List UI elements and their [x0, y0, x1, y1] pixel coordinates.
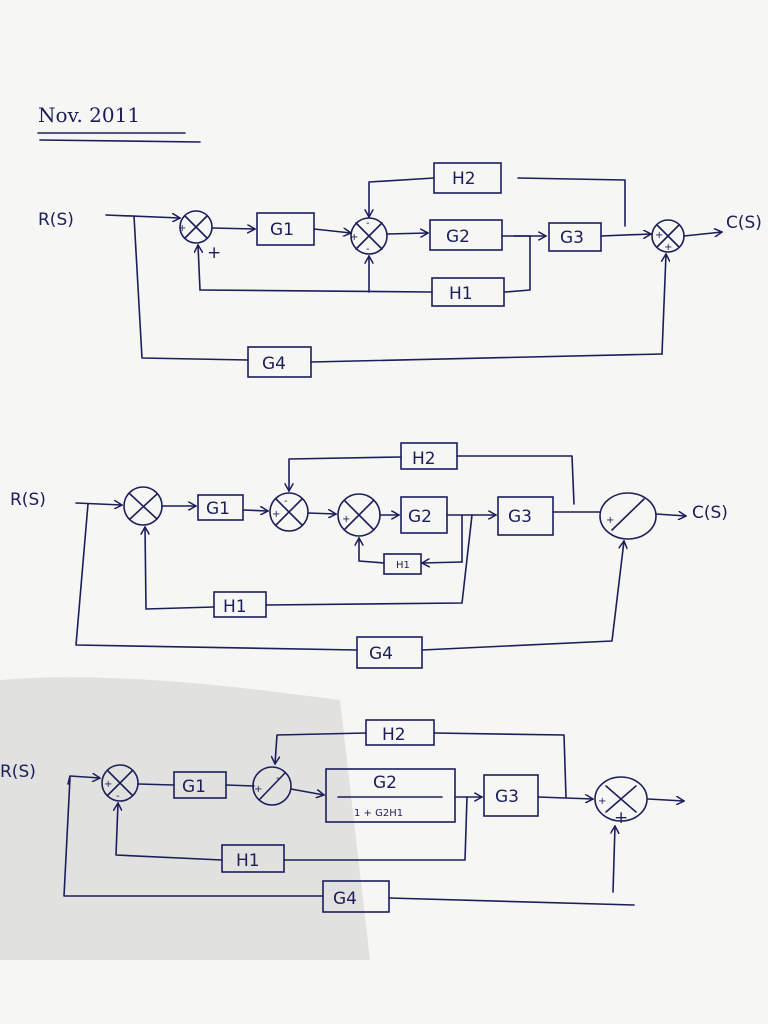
d2-sum-junction-4 [599, 492, 657, 540]
d2-block-g1 [197, 494, 244, 521]
d1-sign-minus-b: - [366, 244, 370, 255]
d2-g3-label: G3 [508, 507, 532, 527]
d1-input-label: R(S) [38, 210, 74, 230]
d2-sign-plus-a: + [272, 509, 280, 520]
d1-sign-plus-d: + [655, 230, 663, 241]
d1-block-g2 [429, 219, 503, 251]
d2-sign-plus-b: + [342, 514, 350, 525]
d1-block-g3 [548, 222, 602, 252]
d1-sign-plus-e: + [664, 242, 672, 253]
d3-h2-label: H2 [382, 725, 406, 745]
d3-g4-label: G4 [333, 889, 357, 909]
d1-sign-minus-a: - [366, 218, 370, 229]
diagram-1: R(S) C(S) + + + - - + + G1 H2 G2 H1 G3 [38, 162, 762, 378]
d2-h2-label: H2 [412, 449, 436, 469]
d3-block-g2-closed-loop [325, 768, 456, 823]
d1-sign-plus-a: + [178, 223, 186, 234]
d2-g4-label: G4 [369, 644, 393, 664]
d3-sign-plus-c: + [598, 796, 606, 807]
diagram-3: R(S) + - + - + + G1 H2 G2 1 + G2H1 G3 H1 [0, 719, 684, 913]
d1-h2-label: H2 [452, 169, 476, 189]
d3-sign-minus-b: - [276, 773, 280, 784]
d3-h1-label: H1 [236, 851, 260, 871]
d3-sum-junction-1 [101, 764, 139, 802]
diagram-2: R(S) C(S) - + + + G1 H2 G2 G3 H1 [10, 442, 728, 669]
d1-output-label: C(S) [726, 213, 762, 233]
d3-block-h1 [221, 844, 285, 873]
d2-g1-label: G1 [206, 499, 230, 519]
d3-g3-label: G3 [495, 787, 519, 807]
d3-sign-minus-a: - [116, 791, 120, 802]
paper-shadow [0, 677, 370, 960]
d2-block-g3 [497, 496, 554, 536]
page-title: Nov. 2011 [38, 103, 140, 127]
d2-block-g4 [356, 636, 423, 669]
d2-h1-label: H1 [223, 597, 247, 617]
d2-sign-minus-a: - [284, 496, 288, 507]
d2-sign-plus-c: + [606, 515, 614, 526]
title-underline [37, 132, 201, 143]
d2-input-label: R(S) [10, 490, 46, 510]
d3-g2-denominator: 1 + G2H1 [354, 808, 403, 819]
d1-sum-junction-1 [179, 210, 213, 244]
d3-g1-label: G1 [182, 777, 206, 797]
d3-block-g3 [483, 774, 539, 817]
d2-output-label: C(S) [692, 503, 728, 523]
d1-g2-label: G2 [446, 227, 470, 247]
d1-g4-label: G4 [262, 354, 286, 374]
d1-g1-label: G1 [270, 220, 294, 240]
d3-sign-plus-d: + [614, 808, 628, 828]
d2-sum-junction-1 [123, 486, 163, 526]
d2-h1-inner-label: H1 [396, 560, 410, 571]
d3-sign-plus-a: + [104, 779, 112, 790]
d3-sum-junction-3 [594, 776, 648, 822]
d3-input-label: R(S) [0, 762, 36, 782]
d1-h1-label: H1 [449, 284, 473, 304]
d1-g3-label: G3 [560, 228, 584, 248]
d2-g2-label: G2 [408, 507, 432, 527]
d1-sign-plus-c: + [350, 232, 358, 243]
d1-sign-plus-b: + [207, 243, 221, 263]
d3-g2-numerator: G2 [373, 773, 397, 793]
d2-sum-junction-2 [269, 492, 309, 532]
d3-sign-plus-b: + [254, 784, 262, 795]
